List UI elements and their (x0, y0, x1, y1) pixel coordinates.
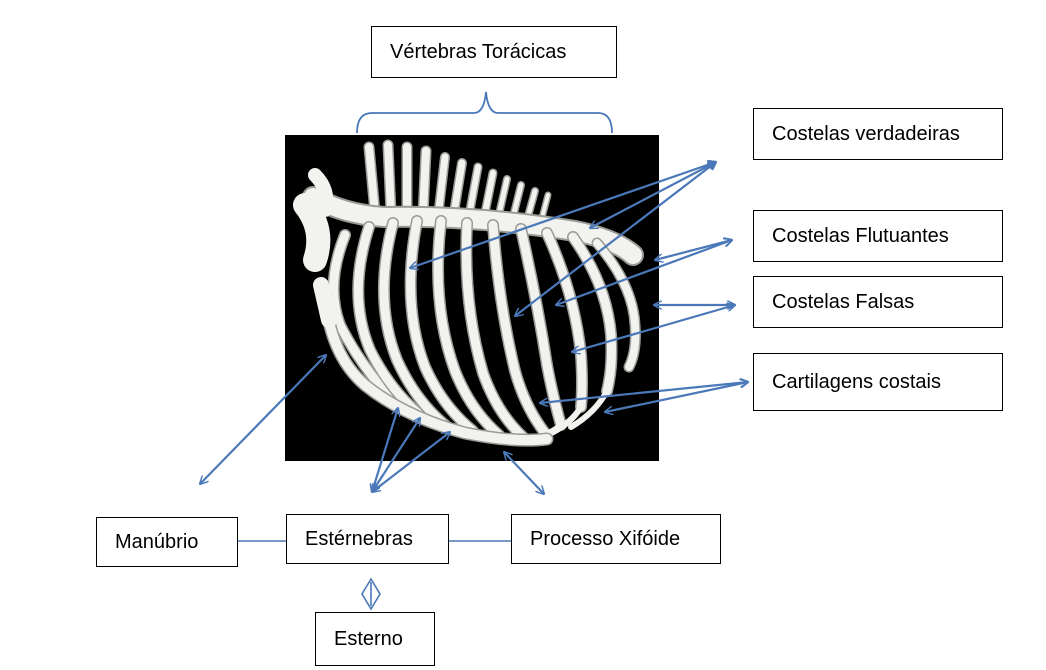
xiphoid-process-label: Processo Xifóide (511, 514, 721, 564)
manubrium-arrow (200, 355, 326, 484)
sternebrae-label: Estérnebras (286, 514, 449, 564)
floating-ribs-arrow-1 (655, 240, 732, 260)
true-ribs-label: Costelas verdadeiras (753, 108, 1003, 160)
sternebrae-arrow-2 (372, 418, 420, 492)
false-ribs-label: Costelas Falsas (753, 276, 1003, 328)
true-ribs-arrow-1 (410, 162, 716, 268)
sternum-bones (313, 277, 554, 447)
floating-ribs-label: Costelas Flutuantes (753, 210, 1003, 262)
thoracic-vertebrae-label: Vértebras Torácicas (371, 26, 617, 78)
sternum-label: Esterno (315, 612, 435, 666)
vertebrae-brace (356, 91, 613, 134)
xiphoid-arrow (504, 452, 544, 494)
manubrium-label: Manúbrio (96, 517, 238, 567)
true-ribs-arrow-3 (590, 162, 716, 228)
sternum-double-arrow (361, 577, 381, 611)
true-ribs-arrow-2 (515, 162, 716, 316)
floating-ribs-arrow-2 (556, 240, 732, 305)
costal-cartilages-label: Cartilagens costais (753, 353, 1003, 411)
sternebrae-arrow-3 (372, 432, 450, 492)
cartilage-arrow-2 (605, 382, 748, 412)
cartilage-arrow-1 (540, 382, 748, 403)
false-ribs-arrow-2 (572, 305, 735, 352)
sternebrae-arrow-1 (372, 408, 398, 492)
